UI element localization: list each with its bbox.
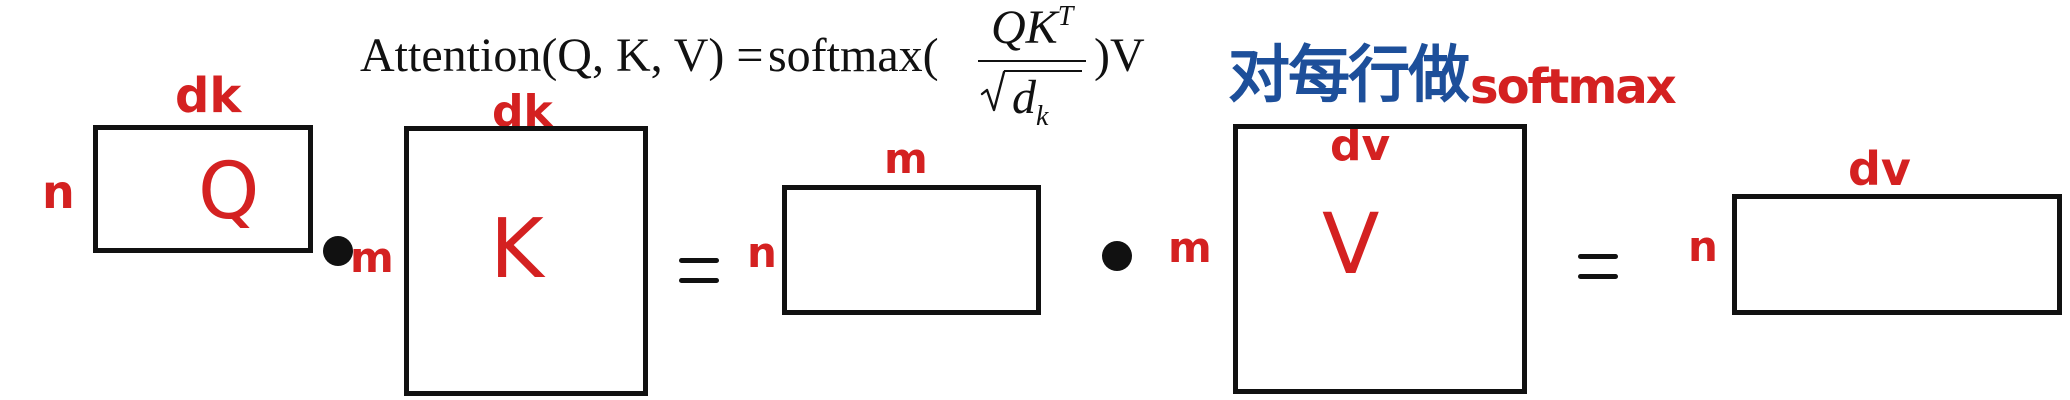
formula-radicand: dk — [1012, 71, 1048, 131]
equals-sign-2 — [1578, 254, 1618, 284]
v-height-label: m — [1168, 223, 1212, 272]
attention-formula: Attention(Q, K, V) = softmax( QKT dk )V — [360, 0, 1180, 131]
output-matrix-box — [1732, 194, 2062, 315]
row-softmax-english-note: softmax — [1470, 59, 1677, 115]
equals-sign-1 — [679, 258, 719, 288]
formula-denominator: dk — [980, 68, 1084, 131]
square-root-bar — [1004, 70, 1082, 72]
q-matrix-box — [93, 125, 313, 253]
multiply-dot-1 — [323, 236, 353, 266]
formula-numerator-superscript: T — [1057, 1, 1074, 32]
formula-numerator-main: QK — [991, 1, 1058, 54]
formula-function-name: softmax( — [768, 29, 939, 82]
k-matrix-box — [404, 126, 648, 396]
formula-rhs: )V — [1094, 29, 1145, 82]
row-softmax-chinese-note: 对每行做 — [1228, 38, 1470, 111]
v-matrix-box — [1233, 124, 1527, 394]
score-width-label: m — [884, 134, 928, 183]
score-matrix-box — [782, 185, 1041, 315]
square-root-icon — [980, 70, 1008, 114]
formula-numerator: QKT — [991, 1, 1074, 54]
formula-lhs: Attention(Q, K, V) = — [360, 29, 764, 82]
formula-denominator-main: d — [1012, 71, 1036, 124]
k-height-label: m — [350, 233, 394, 282]
q-height-label: n — [42, 165, 75, 219]
score-height-label: n — [747, 228, 777, 277]
formula-fraction-line — [978, 60, 1086, 62]
formula-denominator-subscript: k — [1036, 101, 1049, 132]
q-width-label: dk — [175, 68, 242, 124]
formula-fraction: QKT dk — [976, 0, 1086, 131]
output-height-label: n — [1688, 222, 1718, 271]
multiply-dot-2 — [1102, 241, 1132, 271]
output-width-label: dv — [1848, 142, 1911, 196]
